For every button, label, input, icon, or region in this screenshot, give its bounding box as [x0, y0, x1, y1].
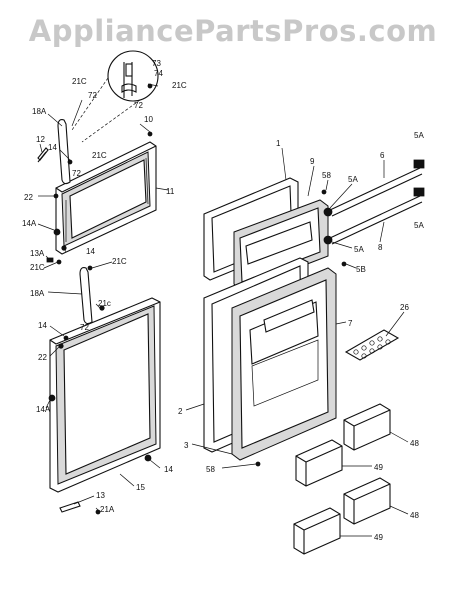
callout-21c: 21c	[98, 299, 111, 308]
callout-14a: 14A	[22, 219, 37, 228]
callout-15: 15	[136, 483, 145, 492]
fresh-food-door-assembly	[48, 265, 161, 515]
callout-5b: 5B	[356, 265, 366, 274]
callout-49: 49	[374, 463, 383, 472]
callout-72: 72	[134, 101, 143, 110]
callout-8: 8	[378, 243, 383, 252]
callout-48: 48	[410, 511, 419, 520]
door-bins	[293, 403, 391, 555]
callout-21c: 21C	[112, 257, 127, 266]
callout-3: 3	[184, 441, 189, 450]
callout-5a: 5A	[348, 175, 358, 184]
callout-21a: 21A	[100, 505, 115, 514]
callout-2: 2	[178, 407, 183, 416]
callout-58: 58	[206, 465, 215, 474]
callout-58: 58	[322, 171, 331, 180]
callout-72: 72	[72, 169, 81, 178]
callout-26: 26	[400, 303, 409, 312]
callout-14a: 14A	[36, 405, 51, 414]
callout-48: 48	[410, 439, 419, 448]
callout-14: 14	[86, 247, 95, 256]
callout-1: 1	[276, 139, 281, 148]
callout-18a: 18A	[30, 289, 45, 298]
callout-6: 6	[380, 151, 385, 160]
callout-22: 22	[38, 353, 47, 362]
callout-5a: 5A	[414, 131, 424, 140]
callout-21c: 21C	[172, 81, 187, 90]
callout-72: 72	[80, 323, 89, 332]
callout-74: 74	[154, 69, 163, 78]
door-liner-assembly	[203, 159, 425, 467]
freezer-door-assembly	[37, 119, 157, 265]
callout-72: 72	[88, 91, 97, 100]
callout-10: 10	[144, 115, 153, 124]
site-watermark: AppliancePartsPros.com	[28, 14, 438, 48]
callout-11: 11	[166, 187, 175, 196]
callout-12: 12	[36, 135, 45, 144]
callout-22: 22	[24, 193, 33, 202]
callout-21c: 21C	[30, 263, 45, 272]
hinge-detail-magnifier	[71, 50, 159, 143]
callout-14: 14	[48, 143, 57, 152]
callout-18a: 18A	[32, 107, 47, 116]
callout-14: 14	[164, 465, 173, 474]
callout-14: 14	[38, 321, 47, 330]
leader-lines	[37, 83, 409, 537]
callout-5a: 5A	[414, 221, 424, 230]
callout-9: 9	[310, 157, 315, 166]
callout-5a: 5A	[354, 245, 364, 254]
callout-21c: 21C	[92, 151, 107, 160]
callout-49: 49	[374, 533, 383, 542]
callout-73: 73	[152, 59, 161, 68]
callout-13a: 13A	[30, 249, 45, 258]
callout-7: 7	[348, 319, 353, 328]
callout-labels: 1 9 58 6 5A 5A 5A 5A 8 5B 7 26 2 3 58 48…	[22, 59, 424, 542]
callout-21c: 21C	[72, 77, 87, 86]
callout-13: 13	[96, 491, 105, 500]
